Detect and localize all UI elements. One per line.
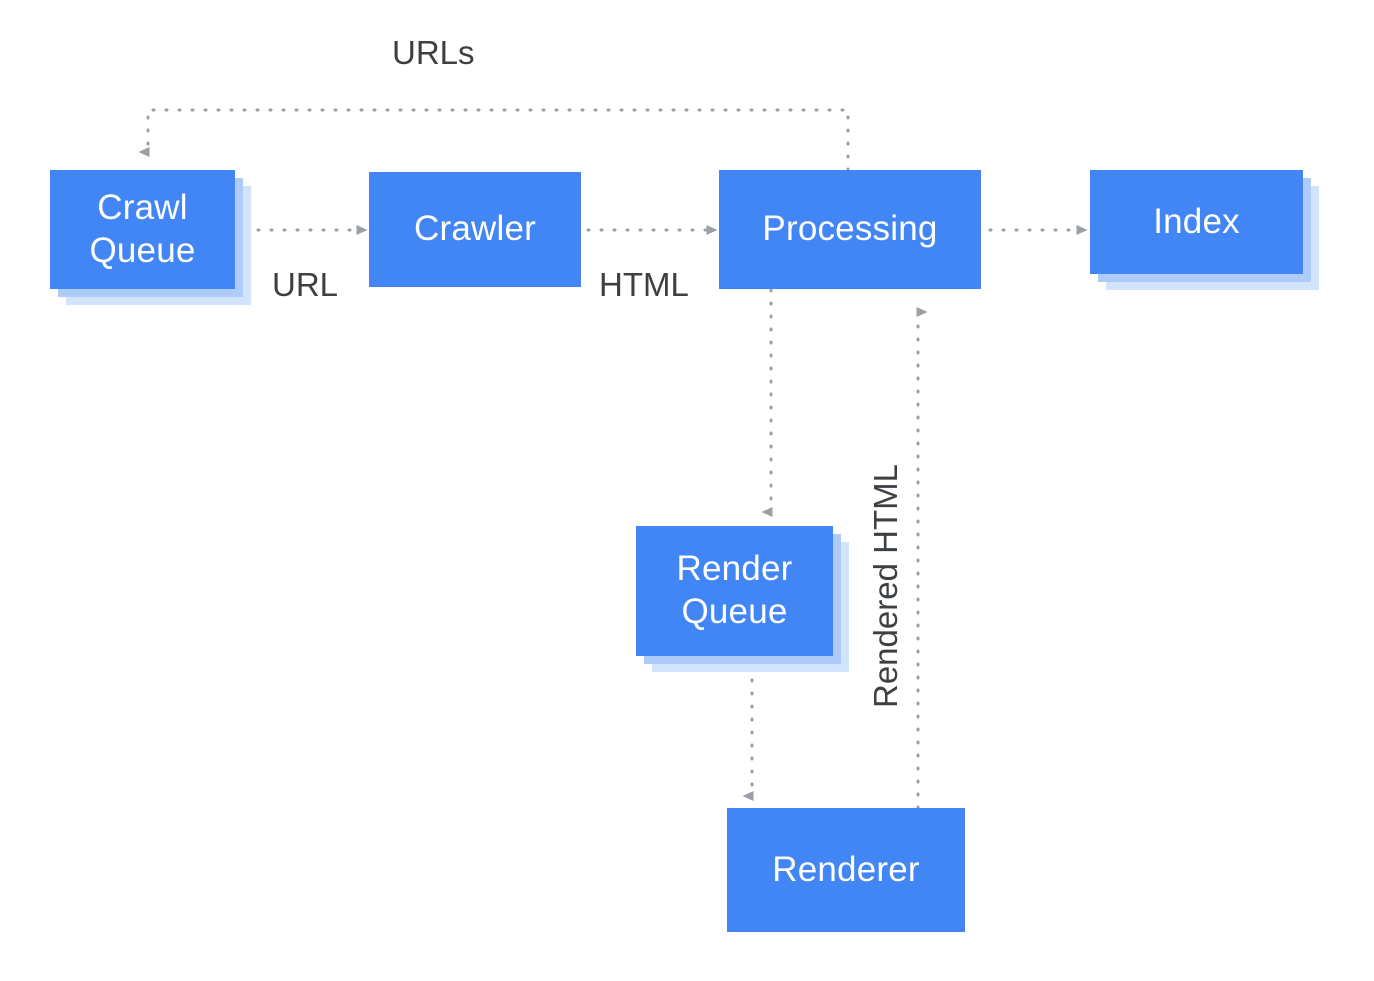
node-crawl-queue-label: Crawl Queue bbox=[89, 187, 196, 270]
node-index-label: Index bbox=[1153, 201, 1240, 241]
node-index[interactable]: Index bbox=[1090, 170, 1303, 274]
node-crawl-queue[interactable]: Crawl Queue bbox=[50, 170, 235, 289]
node-renderer-label: Renderer bbox=[772, 849, 920, 889]
node-processing[interactable]: Processing bbox=[719, 170, 981, 289]
node-crawler[interactable]: Crawler bbox=[369, 172, 581, 287]
node-crawler-label: Crawler bbox=[414, 209, 536, 249]
edge-label-html: HTML bbox=[599, 266, 689, 303]
node-renderer[interactable]: Renderer bbox=[727, 808, 965, 932]
node-processing-label: Processing bbox=[762, 209, 938, 249]
node-render-queue[interactable]: Render Queue bbox=[636, 526, 833, 656]
edge-urls bbox=[138, 108, 850, 172]
edge-label-rendered-html: Rendered HTML bbox=[867, 464, 904, 708]
node-render-queue-label: Render Queue bbox=[676, 549, 793, 631]
edge-label-url: URL bbox=[272, 266, 339, 303]
edge-label-urls: URLs bbox=[392, 34, 475, 71]
